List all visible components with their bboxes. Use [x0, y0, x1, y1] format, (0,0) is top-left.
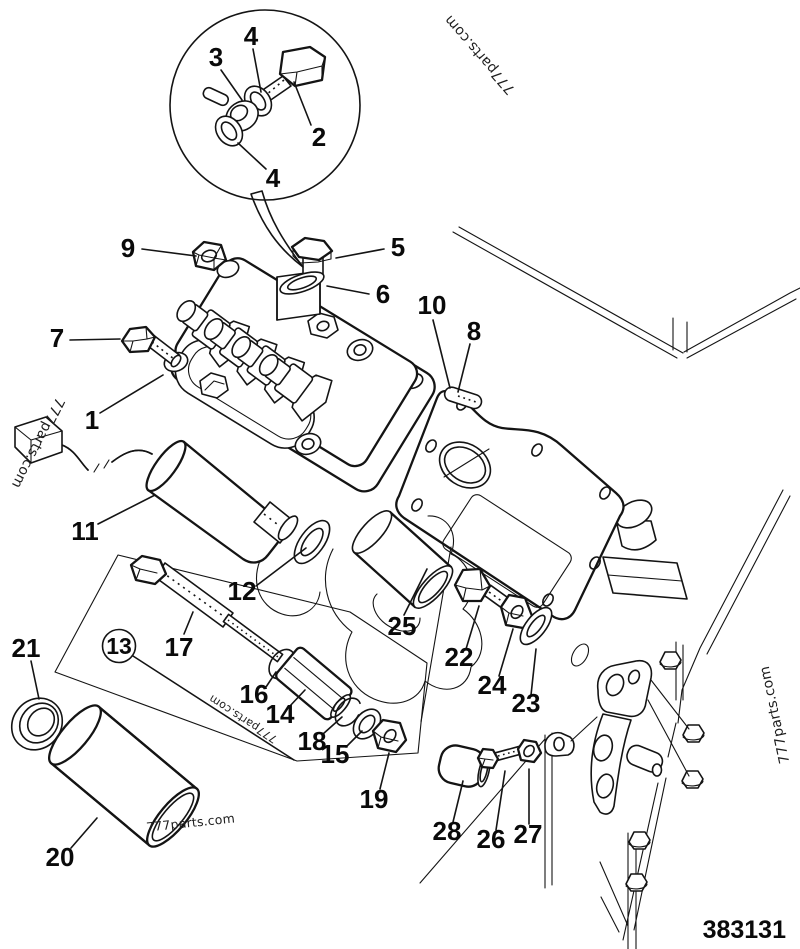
cap-21 [10, 697, 64, 751]
callout-20: 20 [46, 842, 75, 872]
clevis-tab [544, 716, 598, 757]
watermark-right: 777parts.com [757, 665, 793, 766]
callout-18: 18 [298, 726, 327, 756]
detail-circle [169, 9, 361, 268]
cylinder-20 [48, 704, 200, 848]
callout-6: 6 [376, 279, 390, 309]
part-number: 383131 [703, 916, 787, 944]
pump-plate-bolt [199, 372, 229, 399]
block-bolt [682, 724, 705, 743]
callout-labels: 2 3 4 4 9 5 6 7 1 10 8 11 12 13 17 16 14… [12, 21, 543, 872]
nut-9 [191, 240, 228, 272]
callout-13: 13 [106, 633, 132, 659]
block-bolts [625, 651, 705, 892]
block-boss-cylinder [615, 499, 657, 551]
valve-holder [258, 354, 333, 422]
callout-13-circle [101, 628, 137, 664]
engine-block [419, 226, 800, 949]
callout-21: 21 [12, 633, 41, 663]
callout-4a: 4 [244, 21, 259, 51]
callout-7: 7 [50, 323, 64, 353]
plug-25 [351, 510, 454, 609]
callout-10: 10 [418, 290, 447, 320]
callout-25: 25 [388, 611, 417, 641]
nut-19 [371, 718, 408, 754]
nut-27 [516, 738, 543, 764]
callout-23: 23 [512, 688, 541, 718]
wire-connector [14, 416, 63, 464]
callout-16: 16 [240, 679, 269, 709]
callout-28: 28 [433, 816, 462, 846]
detail-pointer-arrow [250, 190, 304, 268]
mounting-gasket [395, 389, 625, 723]
callout-17: 17 [165, 632, 194, 662]
callout-26: 26 [477, 824, 506, 854]
callout-24: 24 [478, 670, 507, 700]
callout-14: 14 [266, 699, 295, 729]
bolt-17 [129, 554, 284, 663]
block-bolt [625, 873, 648, 892]
group-boundary [54, 554, 428, 762]
delivery-valve-holders [176, 300, 333, 422]
adapter-14 [275, 646, 353, 721]
callout-2: 2 [312, 122, 326, 152]
cap-nut-washer [279, 271, 325, 295]
washer-23 [519, 606, 553, 646]
callout-22: 22 [445, 642, 474, 672]
stud [443, 386, 483, 410]
casting-outline [255, 515, 483, 704]
callout-19: 19 [360, 784, 389, 814]
lever-bracket [590, 659, 690, 815]
stop-solenoid [14, 416, 299, 564]
callout-4b: 4 [266, 163, 281, 193]
callout-27: 27 [514, 819, 543, 849]
callout-12: 12 [228, 576, 257, 606]
screw-7 [120, 325, 182, 368]
callout-5: 5 [391, 232, 405, 262]
watermark-top-right: 777parts.com [441, 12, 518, 98]
callout-15: 15 [321, 739, 350, 769]
pump-plate-nut [307, 312, 339, 339]
callout-1: 1 [85, 405, 99, 435]
callout-9: 9 [121, 233, 135, 263]
cap-nut [290, 236, 334, 278]
callout-8: 8 [467, 316, 481, 346]
leader-lines [30, 48, 537, 849]
solenoid-body [145, 439, 299, 564]
block-bolt [628, 831, 651, 850]
block-bolt [659, 651, 682, 670]
cap-28 [437, 744, 491, 788]
callout-3: 3 [209, 42, 223, 72]
callout-11: 11 [71, 516, 99, 546]
screw-26 [476, 745, 523, 770]
block-wedge-rib [602, 556, 688, 600]
solenoid-washer [293, 519, 331, 565]
block-bolt [681, 770, 704, 789]
